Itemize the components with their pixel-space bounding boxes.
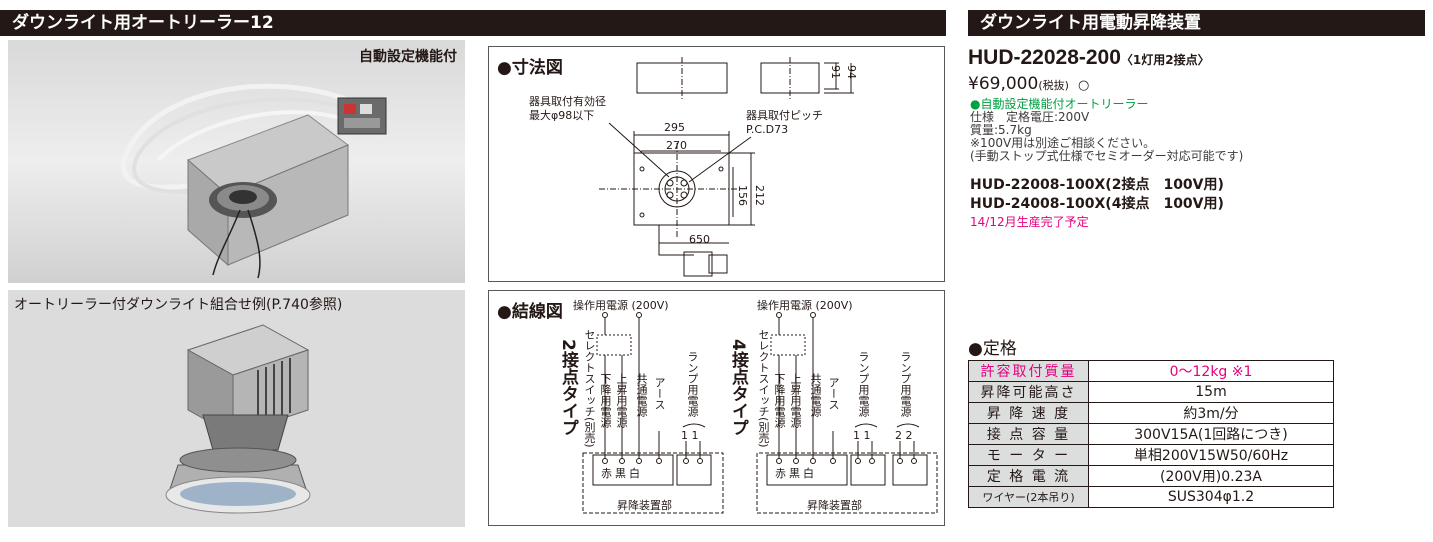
spec-row: 昇降可能高さ 15m bbox=[968, 381, 1334, 403]
spec-weight: 質量:5.7kg bbox=[970, 123, 1032, 137]
spec-manual-note: (手動ストップ式仕様でセミオーダー対応可能です) bbox=[970, 149, 1244, 163]
spec-table-wrap: 許容取付質量 0〜12kg ※1 昇降可能高さ 15m 昇 降 速 度 約3m/… bbox=[968, 360, 1334, 508]
spec-value: SUS304φ1.2 bbox=[1088, 486, 1334, 508]
spec-label: ワイヤー(2本吊り) bbox=[968, 486, 1089, 508]
dimension-drawing-panel: ●寸法図 器具取付有効径 最大φ98以下 器具取付ピッチ P.C.D73 295… bbox=[488, 46, 945, 282]
product-title: ダウンライト用オートリーラー12 bbox=[12, 13, 274, 33]
earth-label: アース bbox=[653, 377, 666, 410]
lamp-power-label: ランプ用電源 bbox=[686, 351, 699, 417]
spec-value: 単相200V15W50/60Hz bbox=[1088, 444, 1334, 466]
lamp-number-11-4: 1 1 bbox=[853, 429, 871, 442]
spec-heading: ●定格 bbox=[968, 339, 1017, 359]
lamp-power-label-4b: ランプ用電源 bbox=[899, 351, 912, 417]
spec-label: 許容取付質量 bbox=[968, 360, 1089, 382]
spec-label: 昇 降 速 度 bbox=[968, 402, 1089, 424]
lamp-number-22-4: 2 2 bbox=[895, 429, 913, 442]
spec-label: 接 点 容 量 bbox=[968, 423, 1089, 445]
select-switch-label-4: セレクトスイッチ(別売) bbox=[757, 329, 770, 448]
spec-row: 許容取付質量 0〜12kg ※1 bbox=[968, 360, 1334, 382]
wire-red-4: 赤 bbox=[775, 467, 786, 480]
alt-model-2: HUD-24008-100X(4接点 100V用) bbox=[970, 196, 1224, 212]
spec-row: 定 格 電 流 (200V用)0.23A bbox=[968, 465, 1334, 487]
model-number: HUD-22028-200 bbox=[968, 46, 1121, 69]
spec-label: 定 格 電 流 bbox=[968, 465, 1089, 487]
downlight-combo-photo: オートリーラー付ダウンライト組合せ例(P.740参照) bbox=[8, 290, 465, 527]
wiring-drawing bbox=[582, 312, 938, 514]
spec-100v-note: ※100V用は別途ご相談ください。 bbox=[970, 136, 1156, 150]
spec-value: 約3m/分 bbox=[1088, 402, 1334, 424]
autoreeler-illustration bbox=[120, 83, 387, 279]
wiring-heading: ●結線図 bbox=[497, 302, 563, 322]
dimension-heading: ●寸法図 bbox=[497, 58, 563, 78]
price: ¥69,000 bbox=[968, 74, 1039, 94]
lift-device-title: ダウンライト用電動昇降装置 bbox=[980, 13, 1201, 33]
product-title-bar: ダウンライト用オートリーラー12 bbox=[0, 10, 946, 36]
dimension-drawing bbox=[599, 57, 854, 277]
earth-label-4: アース bbox=[827, 377, 840, 410]
type-2contact: 2接点タイプ bbox=[558, 339, 578, 436]
wiring-diagram-panel: ●結線図 操作用電源 (200V) 操作用電源 (200V) 2接点タイプ 4接… bbox=[488, 290, 945, 526]
auto-setting-caption: 自動設定機能付 bbox=[359, 49, 457, 65]
spec-table: 許容取付質量 0〜12kg ※1 昇降可能高さ 15m 昇 降 速 度 約3m/… bbox=[968, 360, 1334, 508]
common-power-label-4: 共通電源 bbox=[809, 373, 822, 417]
dim-295: 295 bbox=[664, 121, 685, 134]
feature-line: ●自動設定機能付オートリーラー bbox=[970, 97, 1149, 111]
spec-value: 0〜12kg ※1 bbox=[1088, 360, 1334, 382]
model-suffix: 〈1灯用2接点〉 bbox=[1120, 53, 1210, 67]
spec-label: 昇降可能高さ bbox=[968, 381, 1089, 403]
spec-value: (200V用)0.23A bbox=[1088, 465, 1334, 487]
lift-unit-label-4: 昇降装置部 bbox=[807, 499, 862, 512]
wire-black-4: 黒 bbox=[789, 467, 800, 480]
wire-white: 白 bbox=[629, 467, 640, 480]
pitch-note-2: P.C.D73 bbox=[746, 123, 789, 136]
model-line: HUD-22028-200〈1灯用2接点〉 bbox=[968, 46, 1210, 70]
downlight-illustration bbox=[165, 324, 311, 514]
autoreeler-photo: 自動設定機能付 bbox=[8, 40, 465, 283]
power-label-2contact: 操作用電源 (200V) bbox=[573, 299, 669, 312]
spec-voltage: 仕様 定格電圧:200V bbox=[970, 110, 1090, 124]
select-switch-label: セレクトスイッチ(別売) bbox=[583, 329, 596, 448]
spec-row: ワイヤー(2本吊り) SUS304φ1.2 bbox=[968, 486, 1334, 508]
spec-label: モ ー タ ー bbox=[968, 444, 1089, 466]
pitch-note-1: 器具取付ピッチ bbox=[746, 109, 823, 122]
lamp-power-label-4a: ランプ用電源 bbox=[857, 351, 870, 417]
lift-device-title-bar: ダウンライト用電動昇降装置 bbox=[968, 10, 1425, 36]
circle-mark: ○ bbox=[1078, 78, 1090, 93]
tax-note: (税抜) bbox=[1038, 79, 1069, 92]
spec-row: 接 点 容 量 300V15A(1回路につき) bbox=[968, 423, 1334, 445]
spec-value: 15m bbox=[1088, 381, 1334, 403]
dim-156: 156 bbox=[736, 185, 749, 206]
type-4contact: 4接点タイプ bbox=[728, 339, 748, 436]
dim-212: 212 bbox=[753, 185, 766, 206]
spec-row: モ ー タ ー 単相200V15W50/60Hz bbox=[968, 444, 1334, 466]
discontinued-note: 14/12月生産完了予定 bbox=[970, 215, 1089, 229]
alt-model-1: HUD-22008-100X(2接点 100V用) bbox=[970, 177, 1224, 193]
wire-black: 黒 bbox=[615, 467, 626, 480]
spec-row: 昇 降 速 度 約3m/分 bbox=[968, 402, 1334, 424]
spec-value: 300V15A(1回路につき) bbox=[1088, 423, 1334, 445]
power-label-4contact: 操作用電源 (200V) bbox=[757, 299, 853, 312]
diameter-note-1: 器具取付有効径 bbox=[529, 95, 606, 108]
wire-red: 赤 bbox=[601, 467, 612, 480]
price-line: ¥69,000(税抜) ○ bbox=[968, 74, 1089, 94]
combo-caption: オートリーラー付ダウンライト組合せ例(P.740参照) bbox=[14, 297, 343, 313]
diameter-note-2: 最大φ98以下 bbox=[529, 109, 595, 122]
lamp-number-11: 1 1 bbox=[681, 429, 699, 442]
wire-white-4: 白 bbox=[803, 467, 814, 480]
common-power-label: 共通電源 bbox=[635, 373, 648, 417]
lift-unit-label: 昇降装置部 bbox=[617, 499, 672, 512]
